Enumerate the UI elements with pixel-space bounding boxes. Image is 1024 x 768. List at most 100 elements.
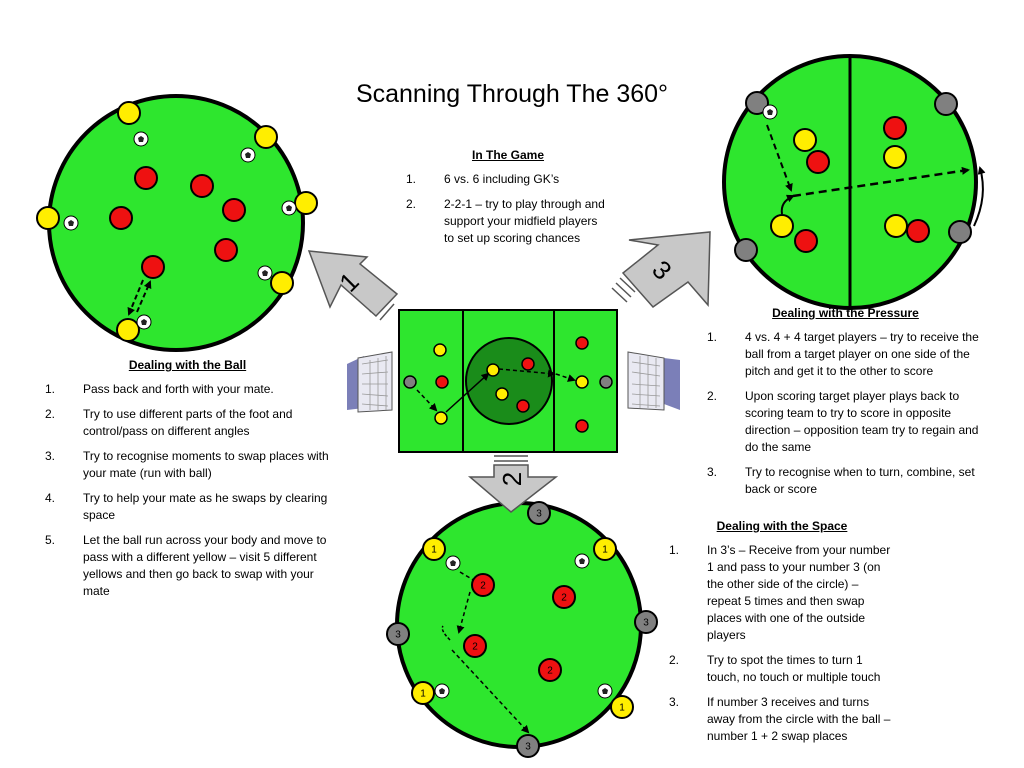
step-number: 1. [406, 172, 417, 186]
ball-icon [133, 131, 149, 147]
step-text: If number 3 receives and turns away from… [707, 695, 891, 743]
player-number: 1 [431, 545, 437, 556]
ball-icon [597, 683, 613, 699]
in-game-heading: In The Game [471, 148, 545, 162]
right-goal [627, 351, 680, 411]
player-number: 2 [480, 581, 486, 592]
step-text: In 3’s – Receive from your number 1 and … [707, 543, 891, 642]
red-player [794, 229, 818, 253]
step-item: 2. Try to use different parts of the foot… [45, 406, 330, 440]
ball-icon [257, 265, 273, 281]
pass-arrow [792, 166, 970, 198]
pass-arrow [766, 124, 793, 192]
player-number: 3 [643, 618, 649, 629]
step-item: 2. Upon scoring target player plays back … [707, 388, 984, 456]
yellow-player [575, 375, 589, 389]
space-section: Dealing with the Space 1.In 3’s – Receiv… [669, 519, 895, 753]
game-pitch-diagram [347, 309, 680, 453]
step-text: Pass back and forth with your mate. [83, 382, 274, 396]
step-item: 5. Let the ball run across your body and … [45, 532, 330, 600]
grey-goalkeeper [599, 375, 613, 389]
yellow-player [294, 191, 318, 215]
step-text: Let the ball run across your body and mo… [83, 533, 327, 598]
player-2-c: 2 [463, 634, 487, 658]
space-drill-diagram: 3 1 1 2 2 3 3 2 [386, 501, 658, 758]
step-number: 2. [707, 389, 718, 403]
step-item: 2. 2-2-1 – try to play through and suppor… [406, 196, 610, 247]
step-text: Try to use different parts of the foot a… [83, 407, 293, 438]
ball-drill-diagram [36, 94, 318, 352]
step-text: Upon scoring target player plays back to… [745, 389, 979, 454]
red-player [214, 238, 238, 262]
yellow-player [433, 343, 447, 357]
yellow-player [883, 145, 907, 169]
ball-icon [63, 215, 79, 231]
step-number: 5. [45, 533, 56, 547]
step-number: 4. [45, 491, 56, 505]
yellow-player [884, 214, 908, 238]
red-player [134, 166, 158, 190]
pressure-section: Dealing with the Pressure 1. 4 vs. 4 + 4 … [707, 306, 984, 506]
step-item: 2. Try to spot the times to turn 1 touch,… [669, 652, 895, 686]
yellow-player [270, 271, 294, 295]
step-text: Try to help your mate as he swaps by cle… [83, 491, 328, 522]
pressure-steps: 1. 4 vs. 4 + 4 target players – try to re… [707, 329, 984, 498]
player-3-top: 3 [527, 501, 551, 525]
arrow-1-to-ball-drill: 1 [307, 250, 399, 321]
ball-icon [136, 314, 152, 330]
yellow-player [434, 411, 448, 425]
ball-steps: 1. Pass back and forth with your mate. 2.… [45, 381, 330, 600]
ball-icon [445, 555, 461, 571]
red-player [222, 198, 246, 222]
step-number: 2. [669, 653, 680, 667]
pressure-heading: Dealing with the Pressure [772, 306, 919, 320]
step-text: Try to recognise moments to swap places … [83, 449, 329, 480]
pass-arrow [127, 279, 144, 316]
step-item: 1. 6 vs. 6 including GK’s [406, 171, 610, 188]
ball-icon [574, 553, 590, 569]
player-2-b: 2 [552, 585, 576, 609]
ball-heading: Dealing with the Ball [128, 358, 247, 372]
player-number: 3 [536, 509, 542, 520]
step-item: 3.Try to recognise when to turn, combine… [707, 464, 984, 498]
red-player [575, 336, 589, 350]
yellow-player [486, 363, 500, 377]
center-circle [465, 337, 553, 425]
grey-target-player [734, 238, 758, 262]
step-text: 4 vs. 4 + 4 target players – try to rece… [745, 330, 979, 378]
player-3-left: 3 [386, 622, 410, 646]
player-3-right: 3 [634, 610, 658, 634]
red-player [190, 174, 214, 198]
arrow-3-to-pressure-drill: 3 [611, 231, 711, 309]
player-number: 1 [420, 689, 426, 700]
step-number: 2. [45, 407, 56, 421]
yellow-player [793, 128, 817, 152]
player-number: 3 [395, 630, 401, 641]
step-number: 2. [406, 197, 417, 211]
step-number: 1. [45, 382, 56, 396]
player-number: 2 [472, 642, 478, 653]
player-number: 1 [619, 703, 625, 714]
space-steps: 1.In 3’s – Receive from your number 1 an… [669, 542, 895, 745]
step-text: 2-2-1 – try to play through and support … [444, 197, 605, 245]
arrow-2-to-space-drill: 2 [467, 455, 559, 513]
pass-arrow [136, 280, 152, 313]
step-text: 6 vs. 6 including GK’s [444, 172, 560, 186]
yellow-player [117, 101, 141, 125]
ball-icon [281, 200, 297, 216]
step-item: 3.Try to recognise moments to swap place… [45, 448, 330, 482]
red-player [883, 116, 907, 140]
player-number: 3 [525, 742, 531, 753]
step-text: Try to spot the times to turn 1 touch, n… [707, 653, 881, 684]
red-player [806, 150, 830, 174]
red-player [521, 357, 535, 371]
step-number: 1. [707, 330, 718, 344]
in-game-steps: 1. 6 vs. 6 including GK’s 2. 2-2-1 – try t… [406, 171, 610, 247]
step-item: 1. 4 vs. 4 + 4 target players – try to re… [707, 329, 984, 380]
grey-goalkeeper [403, 375, 417, 389]
yellow-player [116, 318, 140, 342]
in-game-section: In The Game 1.6 vs. 6 including GK’s 2.2… [406, 148, 610, 255]
step-number: 3. [669, 695, 680, 709]
step-number: 3. [707, 465, 718, 479]
yellow-player [254, 125, 278, 149]
